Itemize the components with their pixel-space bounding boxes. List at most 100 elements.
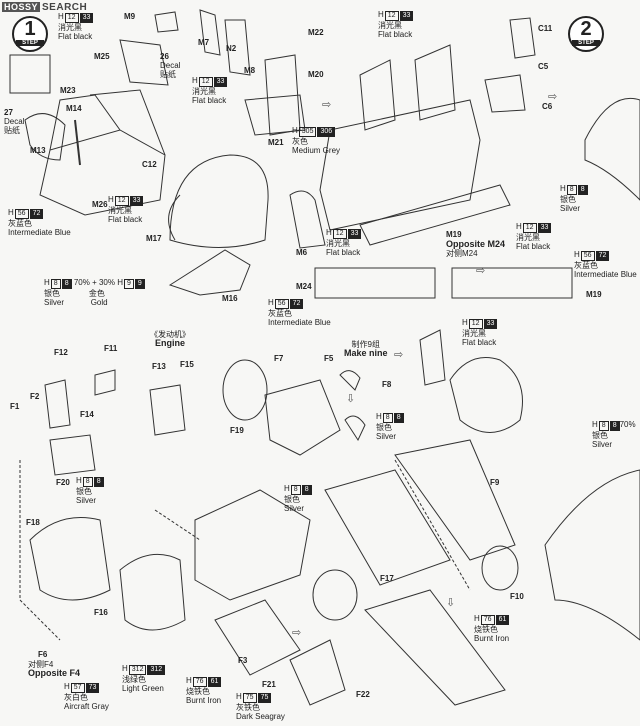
part-number: C5 [538, 62, 549, 71]
nose-cone-drawing [168, 249, 251, 296]
part-number: F16 [94, 608, 108, 617]
part-number: F15 [180, 360, 194, 369]
part-number: M22 [308, 28, 324, 37]
part-number: F12 [54, 348, 68, 357]
part-number: M24 [296, 282, 312, 291]
part-number: M20 [308, 70, 324, 79]
part-number: M23 [60, 86, 76, 95]
intake-ring-drawing [222, 359, 268, 421]
part-number: C11 [538, 24, 553, 33]
part-number: M25 [94, 52, 110, 61]
part-number: F6 [38, 650, 48, 659]
fan-drawing [29, 517, 111, 601]
engine-section-title: 《发动机》Engine [150, 330, 190, 348]
part-number: M16 [222, 294, 238, 303]
part-number: F20 [56, 478, 70, 487]
step2-engine-fuselage-drawing [544, 469, 640, 641]
assembly-arrow-icon: ⇩ [446, 597, 456, 609]
part-number: M14 [66, 104, 82, 113]
part-number: M13 [30, 146, 46, 155]
part-number: F9 [490, 478, 500, 487]
part-number: F10 [510, 592, 524, 601]
part-number: C6 [542, 102, 553, 111]
part-number: M8 [244, 66, 256, 75]
part-number: M9 [124, 12, 136, 21]
burner-ring-drawing [312, 569, 358, 621]
part-number: C12 [142, 160, 157, 169]
step-badge-2: 2 STEP [568, 16, 604, 52]
part-number: N2 [226, 44, 237, 53]
canopy-drawing [169, 154, 269, 248]
part-number: M19 [586, 290, 602, 299]
part-number: M21 [268, 138, 284, 147]
exhaust-duct-drawing [324, 469, 451, 586]
part-number: M26 [92, 200, 108, 209]
seat-armor-drawing [119, 39, 169, 86]
part-number: F18 [26, 518, 40, 527]
engine-core-drawing [264, 379, 341, 456]
part-number: M19 [446, 230, 462, 239]
part-number: F5 [324, 354, 334, 363]
assembly-arrow-icon: ⇨ [292, 627, 302, 639]
assembly-arrow-icon: ⇨ [476, 265, 486, 277]
instrument-panel-drawing [24, 113, 66, 161]
nozzle-drawing [289, 639, 346, 706]
part-number: F3 [238, 656, 248, 665]
part-number: F7 [274, 354, 284, 363]
lower-duct-drawing [364, 589, 506, 706]
assembly-arrow-icon: ⇩ [346, 393, 356, 405]
fuselage-drawing [319, 99, 481, 231]
part-number: F21 [262, 680, 276, 689]
engine-core-right-drawing [449, 357, 523, 433]
part-number: F1 [10, 402, 20, 411]
part-number: M6 [296, 248, 308, 257]
decal-panel-drawing [9, 54, 51, 94]
part-number: F17 [380, 574, 394, 583]
step2-fuselage-drawing [584, 97, 640, 201]
exhaust-duct-half-drawing [394, 439, 516, 561]
part-number: M7 [198, 38, 210, 47]
part-number: F22 [356, 690, 370, 699]
part-number: M17 [146, 234, 162, 243]
lower-engine-drawing [194, 489, 311, 601]
assembly-arrow-icon: ⇨ [394, 349, 404, 361]
assembly-arrow-icon: ⇨ [548, 91, 558, 103]
part-number: F11 [104, 344, 118, 353]
side-panel-right [451, 267, 573, 299]
step-badge-1: 1 STEP [12, 16, 48, 52]
assembly-arrow-icon: ⇨ [322, 99, 332, 111]
part-number: F13 [152, 362, 166, 371]
side-panel-left [314, 267, 436, 299]
part-number: F19 [230, 426, 244, 435]
part-number: F14 [80, 410, 94, 419]
